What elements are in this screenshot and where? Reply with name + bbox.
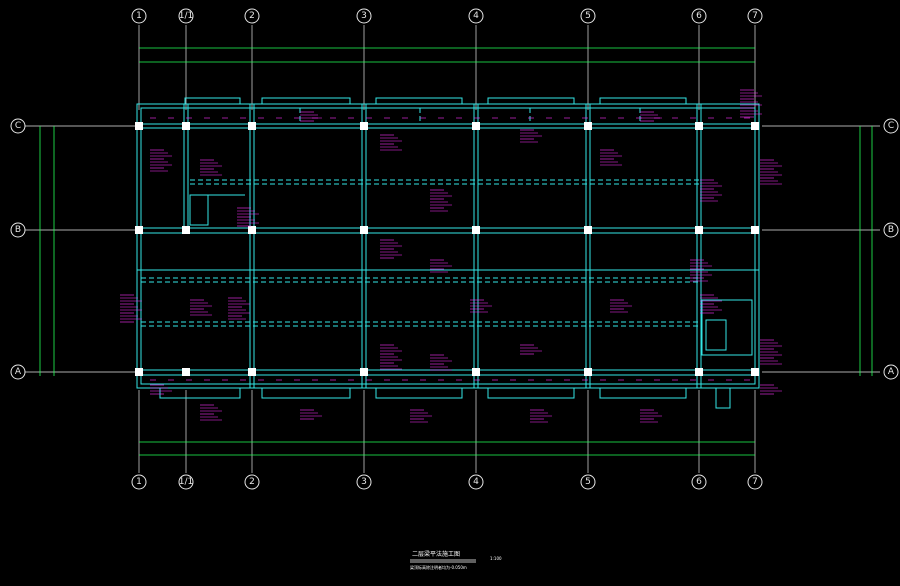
- axis-label: B: [888, 225, 894, 235]
- column-marker: [135, 368, 143, 376]
- axis-bubble-col: 1/1: [178, 8, 194, 24]
- drawing-title: 二层梁平法施工图: [412, 550, 460, 558]
- axis-bubble-row: C: [883, 118, 899, 134]
- axis-label: 5: [585, 477, 591, 487]
- beam-annotations: [120, 89, 782, 423]
- axis-bubble-col: 7: [747, 8, 763, 24]
- axis-label: 4: [473, 477, 479, 487]
- axis-label: 3: [361, 477, 367, 487]
- beam-plan: [136, 97, 760, 409]
- axis-label: 7: [752, 477, 758, 487]
- axis-bubble-col: 1: [131, 474, 147, 490]
- axis-label: 1/1: [179, 477, 193, 487]
- axis-label: A: [15, 367, 22, 377]
- column-marker: [584, 226, 592, 234]
- column-marker: [584, 368, 592, 376]
- axis-label: C: [888, 121, 894, 131]
- axis-bubble-row: B: [10, 222, 26, 238]
- column-marker: [248, 122, 256, 130]
- axis-label: 6: [696, 11, 702, 21]
- axis-label: 7: [752, 11, 758, 21]
- axis-label: 1: [136, 11, 142, 21]
- axis-bubble-col: 4: [468, 8, 484, 24]
- axis-label: 4: [473, 11, 479, 21]
- grid-lines: [25, 25, 880, 473]
- axis-bubble-row: A: [883, 364, 899, 380]
- column-marker: [360, 368, 368, 376]
- axis-bubble-col: 6: [691, 474, 707, 490]
- column-marker: [472, 122, 480, 130]
- axis-bubble-col: 3: [356, 474, 372, 490]
- axis-bubble-col: 1: [131, 8, 147, 24]
- columns: [135, 122, 759, 376]
- axis-bubble-col: 1/1: [178, 474, 194, 490]
- axis-label: 2: [249, 11, 255, 21]
- column-marker: [360, 122, 368, 130]
- axis-bubble-col: 5: [580, 8, 596, 24]
- axis-label: 2: [249, 477, 255, 487]
- column-marker: [360, 226, 368, 234]
- column-marker: [182, 226, 190, 234]
- axis-bubble-col: 5: [580, 474, 596, 490]
- drawing-note: 梁顶标高除注明者均为-0.050m: [410, 564, 467, 570]
- axis-label: 1: [136, 477, 142, 487]
- axis-bubble-row: C: [10, 118, 26, 134]
- drawing-scale: 1:100: [490, 556, 502, 561]
- column-marker: [182, 368, 190, 376]
- column-marker: [695, 368, 703, 376]
- axis-bubble-row: A: [10, 364, 26, 380]
- axis-label: C: [15, 121, 21, 131]
- title-block: 二层梁平法施工图 1:100 梁顶标高除注明者均为-0.050m: [410, 550, 502, 570]
- dimension-lines: [39, 47, 873, 456]
- column-marker: [472, 226, 480, 234]
- column-marker: [182, 122, 190, 130]
- axis-label: 6: [696, 477, 702, 487]
- column-marker: [751, 368, 759, 376]
- column-marker: [472, 368, 480, 376]
- column-marker: [135, 226, 143, 234]
- axis-label: A: [888, 367, 895, 377]
- axis-bubble-col: 3: [356, 8, 372, 24]
- axis-label: B: [15, 225, 21, 235]
- column-marker: [248, 226, 256, 234]
- column-marker: [135, 122, 143, 130]
- axis-bubble-col: 4: [468, 474, 484, 490]
- axis-bubble-col: 7: [747, 474, 763, 490]
- axis-bubble-col: 6: [691, 8, 707, 24]
- axis-bubble-row: B: [883, 222, 899, 238]
- column-marker: [751, 226, 759, 234]
- column-marker: [695, 226, 703, 234]
- column-marker: [751, 122, 759, 130]
- column-marker: [584, 122, 592, 130]
- column-marker: [695, 122, 703, 130]
- axis-bubble-col: 2: [244, 8, 260, 24]
- axis-label: 3: [361, 11, 367, 21]
- axis-label: 1/1: [179, 11, 193, 21]
- column-marker: [248, 368, 256, 376]
- axis-label: 5: [585, 11, 591, 21]
- axis-bubble-col: 2: [244, 474, 260, 490]
